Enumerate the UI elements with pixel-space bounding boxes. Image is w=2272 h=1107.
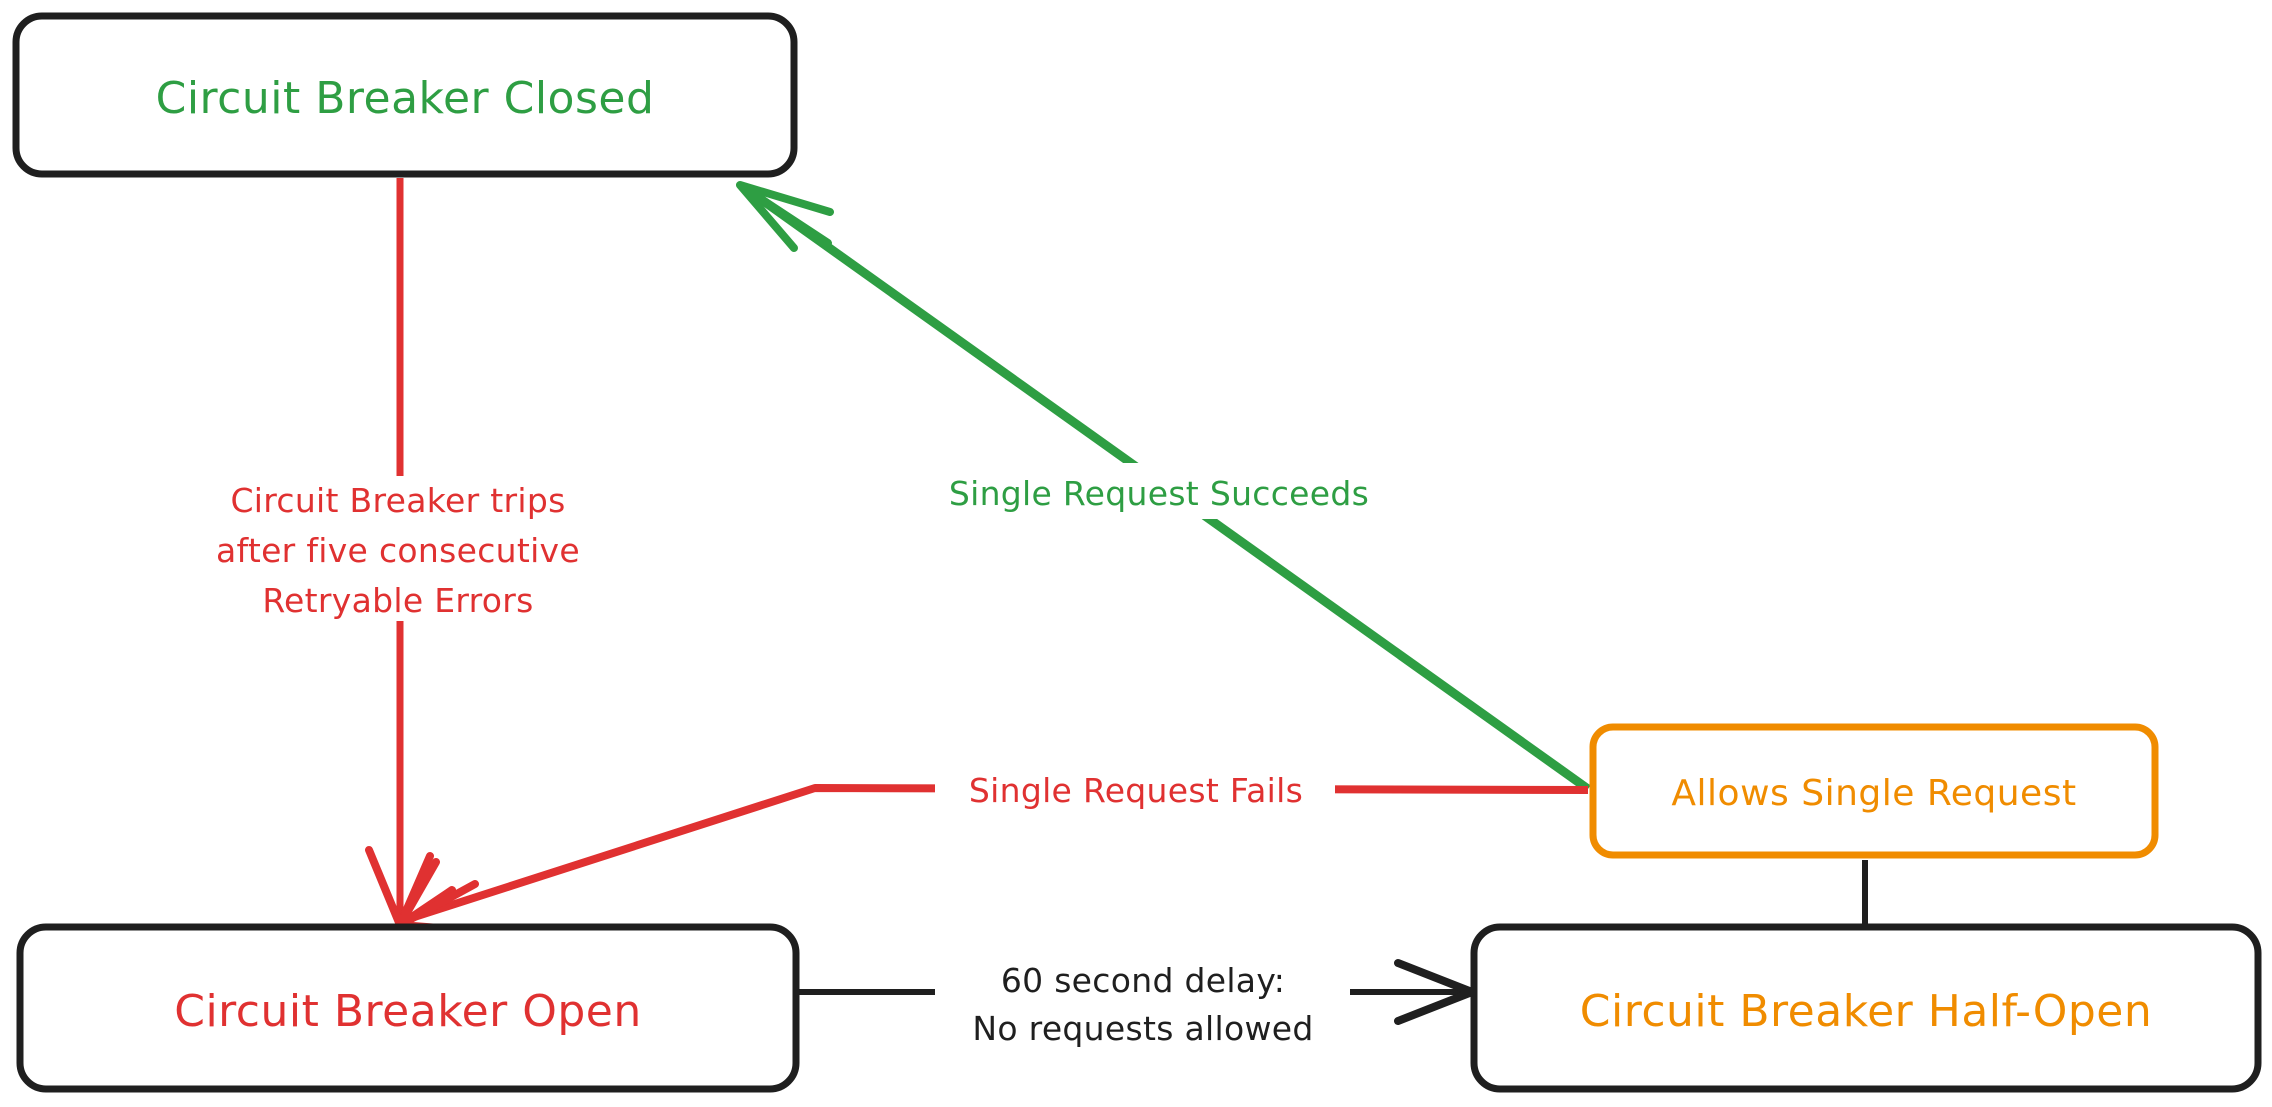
edge-label-open-to-halfopen-line2: No requests allowed [972, 1009, 1313, 1048]
edge-label-closed-to-open-line1: Circuit Breaker trips [230, 481, 565, 520]
edge-label-open-to-halfopen-line1: 60 second delay: [1001, 961, 1285, 1000]
node-allows-single-request[interactable]: Allows Single Request [1589, 723, 2159, 859]
edge-label-open-to-halfopen-bg [935, 952, 1350, 1052]
edge-label-allows-to-closed: Single Request Succeeds [912, 463, 1406, 519]
node-closed-box[interactable] [12, 12, 798, 178]
node-open-label: Circuit Breaker Open [174, 986, 642, 1037]
node-circuit-breaker-open[interactable]: Circuit Breaker Open [16, 923, 800, 1093]
node-open-box[interactable] [16, 923, 800, 1093]
node-allows-box[interactable] [1589, 723, 2159, 859]
edge-label-closed-to-open-bg [178, 476, 618, 621]
edge-label-closed-to-open-line3: Retryable Errors [262, 581, 533, 620]
edge-label-closed-to-open: Circuit Breaker trips after five consecu… [178, 476, 618, 621]
edge-label-allows-to-open-text: Single Request Fails [969, 771, 1303, 810]
edge-open-to-halfopen-arrowhead [1394, 959, 1476, 1025]
node-allows-label: Allows Single Request [1671, 773, 2076, 814]
edge-label-open-to-halfopen: 60 second delay: No requests allowed [935, 952, 1350, 1052]
node-circuit-breaker-half-open[interactable]: Circuit Breaker Half-Open [1470, 923, 2262, 1093]
node-circuit-breaker-closed[interactable]: Circuit Breaker Closed [12, 12, 798, 178]
edge-label-allows-to-closed-text: Single Request Succeeds [949, 474, 1369, 513]
node-halfopen-box[interactable] [1470, 923, 2262, 1093]
edge-label-closed-to-open-line2: after five consecutive [216, 531, 580, 570]
edge-label-allows-to-open-bg [935, 762, 1335, 814]
edge-label-allows-to-closed-bg [912, 463, 1406, 519]
edge-label-allows-to-open: Single Request Fails [935, 762, 1335, 814]
edge-allows-to-closed-arrowhead [736, 181, 834, 252]
node-closed-label: Circuit Breaker Closed [156, 73, 655, 124]
node-halfopen-label: Circuit Breaker Half-Open [1580, 986, 2153, 1037]
